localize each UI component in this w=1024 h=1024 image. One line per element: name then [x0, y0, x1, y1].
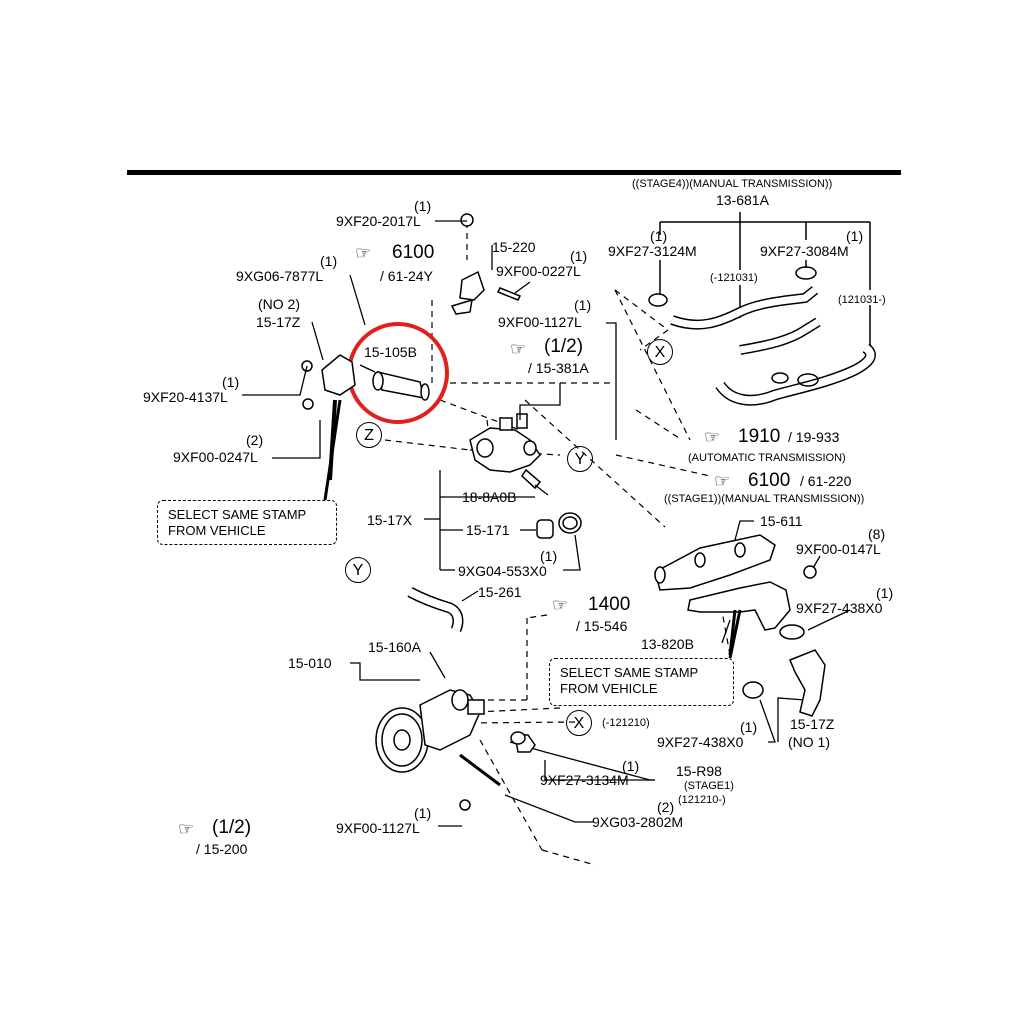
part-9XF00-0227L-qty: (1) [570, 248, 588, 264]
part-9XF00-1127L-top[interactable]: 9XF00-1127L [498, 314, 582, 330]
part-9XF00-1127L-bot-qty: (1) [414, 805, 432, 821]
part-15-220[interactable]: 15-220 [492, 239, 536, 255]
serial-121031-before: (-121031) [710, 272, 758, 284]
part-9XG06-7877L[interactable]: 9XG06-7877L [236, 268, 324, 284]
auto-trans-note: (AUTOMATIC TRANSMISSION) [688, 452, 846, 464]
part-15-261[interactable]: 15-261 [478, 584, 522, 600]
select-stamp-note-right: SELECT SAME STAMP FROM VEHICLE [549, 658, 734, 706]
part-9XG06-7877L-qty: (1) [320, 253, 338, 269]
pointing-hand-icon: ☞ [704, 427, 721, 447]
part-15-17Z-bot[interactable]: 15-17Z [790, 716, 835, 732]
stamp-leaders [323, 399, 742, 659]
part-9XG04-553X0-qty: (1) [540, 548, 558, 564]
part-18-8A0B[interactable]: 18-8A0B [462, 489, 517, 505]
part-13-681A: 13-681A [716, 192, 769, 208]
part-9XG03-2802M[interactable]: 9XG03-2802M [592, 814, 684, 830]
serial-121210-after: (121210-) [678, 794, 726, 806]
ref-1910-sub: / 19-933 [788, 429, 840, 445]
part-9XF00-0227L[interactable]: 9XF00-0227L [496, 263, 581, 279]
water-pump-15-010 [375, 689, 536, 811]
part-9XF27-438X0-top[interactable]: 9XF27-438X0 [796, 600, 883, 616]
dashed-leaders [384, 222, 731, 866]
ref-6100-b[interactable]: 6100 [748, 470, 791, 491]
pointing-hand-icon: ☞ [355, 243, 372, 263]
ref-1400[interactable]: 1400 [588, 594, 631, 615]
part-9XG04-553X0[interactable]: 9XG04-553X0 [458, 563, 547, 579]
part-9XF00-1127L-top-qty: (1) [574, 297, 592, 313]
header-rule [127, 170, 901, 175]
part-9XF27-3134M[interactable]: 9XF27-3134M [540, 772, 629, 788]
callout-circle-y-mid: Y [345, 557, 371, 583]
part-9XF00-0147L-qty: (8) [868, 526, 886, 542]
select-stamp-line1-right: SELECT SAME STAMP [560, 665, 699, 680]
callout-circle-y-top: Y [567, 446, 593, 472]
pointing-hand-icon: ☞ [510, 339, 527, 359]
part-9XG03-2802M-qty: (2) [657, 799, 675, 815]
callout-circle-z: Z [356, 422, 382, 448]
part-15-160A[interactable]: 15-160A [368, 639, 421, 655]
part-9XF27-3084M-qty: (1) [846, 228, 864, 244]
pipe-15-105B [372, 370, 430, 401]
part-9XF27-438X0-bot-qty: (1) [740, 719, 758, 735]
part-15-105B[interactable]: 15-105B [364, 344, 417, 360]
part-9XF20-4137L-qty: (1) [222, 374, 240, 390]
hose-assembly-13-681A [648, 212, 876, 406]
ref-6100-a[interactable]: 6100 [392, 242, 435, 263]
ref-1-2-b[interactable]: (1/2) [212, 817, 252, 838]
ref-1-2-a[interactable]: (1/2) [544, 336, 584, 357]
ref-6100-a-sub: / 61-24Y [380, 268, 433, 284]
part-9XF27-438X0-top-qty: (1) [876, 585, 894, 601]
ref-1-2-b-sub: / 15-200 [196, 841, 248, 857]
part-9XF27-3084M[interactable]: 9XF27-3084M [760, 243, 849, 259]
part-no2: (NO 2) [258, 296, 300, 312]
part-9XF20-2017L-qty: (1) [414, 198, 432, 214]
part-15-171[interactable]: 15-171 [466, 522, 510, 538]
ref-1910[interactable]: 1910 [738, 426, 781, 447]
part-9XF00-0247L-qty: (2) [246, 432, 264, 448]
stage4-header: ((STAGE4))(MANUAL TRANSMISSION)) [632, 178, 833, 190]
select-stamp-line2: FROM VEHICLE [168, 523, 266, 538]
ref-1-2-a-sub: / 15-381A [528, 360, 589, 376]
part-9XF20-4137L[interactable]: 9XF20-4137L [143, 389, 228, 405]
stage1-header: ((STAGE1))(MANUAL TRANSMISSION)) [664, 493, 865, 505]
part-9XF27-438X0-bot[interactable]: 9XF27-438X0 [657, 734, 744, 750]
part-9XF00-1127L-bot[interactable]: 9XF00-1127L [336, 820, 420, 836]
pointing-hand-icon: ☞ [178, 819, 195, 839]
part-9XF20-2017L[interactable]: 9XF20-2017L [336, 213, 421, 229]
callout-circle-x-bottom: X [566, 710, 592, 736]
serial-121031-after: (121031-) [838, 294, 886, 306]
callout-circle-x-top: X [647, 339, 673, 365]
pipe-15-17Z-no1 [742, 649, 826, 717]
bracket-15-220 [450, 213, 522, 315]
part-15-17X[interactable]: 15-17X [367, 512, 413, 528]
part-9XF00-0247L[interactable]: 9XF00-0247L [173, 449, 258, 465]
pointing-hand-icon: ☞ [552, 595, 569, 615]
part-9XF00-0147L[interactable]: 9XF00-0147L [796, 541, 881, 557]
ref-1400-sub: / 15-546 [576, 618, 628, 634]
part-15-010[interactable]: 15-010 [288, 655, 332, 671]
stage1-paren: (STAGE1) [684, 780, 734, 792]
ref-6100-b-sub: / 61-220 [800, 473, 852, 489]
part-15-611[interactable]: 15-611 [760, 513, 803, 529]
part-no1: (NO 1) [788, 734, 830, 750]
highlight-circle [347, 322, 449, 424]
pointing-hand-icon: ☞ [714, 471, 731, 491]
part-9XF27-3124M-qty: (1) [650, 228, 668, 244]
part-9XF27-3124M[interactable]: 9XF27-3124M [608, 243, 697, 259]
part-15-R98[interactable]: 15-R98 [676, 763, 722, 779]
leader-lines [242, 220, 851, 827]
select-stamp-line2-right: FROM VEHICLE [560, 681, 658, 696]
exhaust-manifold-13-820B [654, 534, 817, 656]
serial-121210-before: (-121210) [602, 717, 650, 729]
select-stamp-note-left: SELECT SAME STAMP FROM VEHICLE [157, 500, 337, 545]
part-13-820B[interactable]: 13-820B [641, 636, 694, 652]
thermostat-housing-15-17X [469, 413, 582, 539]
part-15-17Z-top[interactable]: 15-17Z [256, 314, 301, 330]
pipe-15-261 [407, 587, 464, 633]
select-stamp-line1: SELECT SAME STAMP [168, 507, 307, 522]
part-9XF27-3134M-qty: (1) [622, 758, 640, 774]
